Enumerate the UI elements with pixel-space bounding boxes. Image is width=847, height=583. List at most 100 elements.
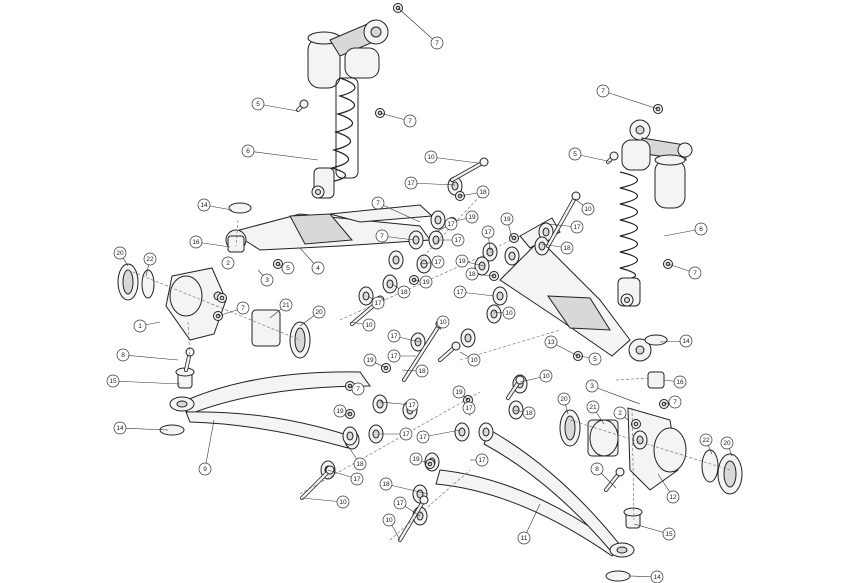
assembly-axis-3	[569, 419, 731, 471]
callout-label: 17	[419, 434, 427, 441]
callout-label: 18	[479, 189, 487, 196]
callout-label: 17	[408, 402, 416, 409]
nut-15	[573, 351, 583, 361]
callout-label: 7	[241, 305, 245, 312]
callout-label: 19	[366, 357, 374, 364]
callout-label: 15	[109, 378, 117, 385]
callout-c54: 17	[481, 225, 495, 239]
callout-label: 16	[192, 239, 200, 246]
callout-c31: 17	[387, 329, 401, 343]
assembly-axis-2	[127, 269, 301, 341]
callout-label: 18	[418, 368, 426, 375]
callout-c74: 17	[475, 453, 489, 467]
bushing-17	[454, 422, 470, 442]
callout-label: 7	[435, 40, 439, 47]
callout-c2: 5	[251, 97, 265, 111]
callout-c69: 18	[522, 406, 536, 420]
callout-label: 10	[542, 373, 550, 380]
callout-c37: 17	[405, 398, 419, 412]
callout-c76: 22	[699, 433, 713, 447]
assembly-axis-4	[631, 407, 635, 521]
callout-label: 22	[702, 437, 710, 444]
callout-c25: 21	[279, 298, 293, 312]
callout-c50: 17	[570, 220, 584, 234]
callout-c21: 17	[431, 255, 445, 269]
callout-leader-c2	[257, 103, 299, 112]
callout-label: 8	[595, 466, 599, 473]
callout-label: 7	[408, 118, 412, 125]
callout-label: 7	[601, 88, 605, 95]
callout-c41: 19	[333, 404, 347, 418]
callout-label: 19	[503, 216, 511, 223]
bushing-5	[416, 254, 432, 274]
nut-11	[509, 233, 519, 243]
callout-c68: 19	[452, 385, 466, 399]
callout-label: 10	[427, 154, 435, 161]
callout-label: 2	[618, 410, 622, 417]
bolt-0	[450, 157, 489, 182]
callout-label: 14	[682, 338, 690, 345]
callout-label: 15	[665, 531, 673, 538]
callout-label: 9	[203, 466, 207, 473]
callout-c65: 16	[673, 375, 687, 389]
bushing-16	[478, 422, 494, 442]
callout-c23: 19	[419, 275, 433, 289]
callout-label: 13	[547, 339, 555, 346]
callout-label: 10	[365, 322, 373, 329]
callout-leader-c38	[119, 427, 169, 431]
callout-label: 7	[356, 386, 360, 393]
callout-leader-c64	[591, 385, 641, 405]
callout-label: 10	[439, 319, 447, 326]
callout-c26: 20	[312, 305, 326, 319]
callout-c9: 7	[371, 196, 385, 210]
callout-c56: 18	[465, 267, 479, 281]
bushing-10	[492, 286, 508, 306]
assembly-axis-0	[235, 219, 239, 247]
callout-c30: 10	[436, 315, 450, 329]
callout-c16: 22	[143, 252, 157, 266]
callout-label: 17	[456, 289, 464, 296]
callout-c48: 10	[581, 202, 595, 216]
bushing-2	[408, 230, 424, 250]
callout-label: 14	[653, 574, 661, 581]
callout-label: 7	[693, 270, 697, 277]
callout-label: 17	[407, 180, 415, 187]
bushing-9	[504, 246, 520, 266]
callout-c70: 20	[557, 392, 571, 406]
callout-c63: 10	[539, 369, 553, 383]
callout-c35: 15	[106, 374, 120, 388]
callout-c57: 17	[453, 285, 467, 299]
callout-label: 17	[390, 333, 398, 340]
callout-c19: 4	[311, 261, 325, 275]
assembly-axis-9	[489, 235, 521, 251]
assembly-axis-6	[299, 391, 481, 495]
right-shock-absorber	[617, 119, 693, 307]
assembly-axis-1	[187, 321, 191, 361]
callout-leader-c35	[112, 380, 181, 385]
callout-label: 19	[412, 456, 420, 463]
callout-label: 20	[560, 396, 568, 403]
callout-label: 21	[282, 302, 290, 309]
callout-leader-c6	[410, 182, 456, 186]
callout-c45: 10	[336, 495, 350, 509]
callout-label: 10	[584, 206, 592, 213]
callout-c5: 10	[424, 150, 438, 164]
nut-16	[631, 419, 641, 429]
bushing-8	[482, 242, 498, 262]
bushing-20	[372, 394, 388, 414]
bolt-11	[606, 151, 619, 164]
callout-label: 17	[390, 353, 398, 360]
callout-c1: 7	[430, 36, 444, 50]
callout-label: 17	[374, 300, 382, 307]
callout-c71: 21	[586, 400, 600, 414]
callout-label: 18	[468, 271, 476, 278]
callout-label: 16	[676, 379, 684, 386]
callout-label: 17	[454, 237, 462, 244]
callout-label: 21	[589, 404, 597, 411]
callout-label: 18	[400, 289, 408, 296]
callout-label: 10	[470, 357, 478, 364]
callout-label: 17	[353, 476, 361, 483]
callout-c34: 19	[363, 353, 377, 367]
bushing-27	[460, 328, 476, 348]
